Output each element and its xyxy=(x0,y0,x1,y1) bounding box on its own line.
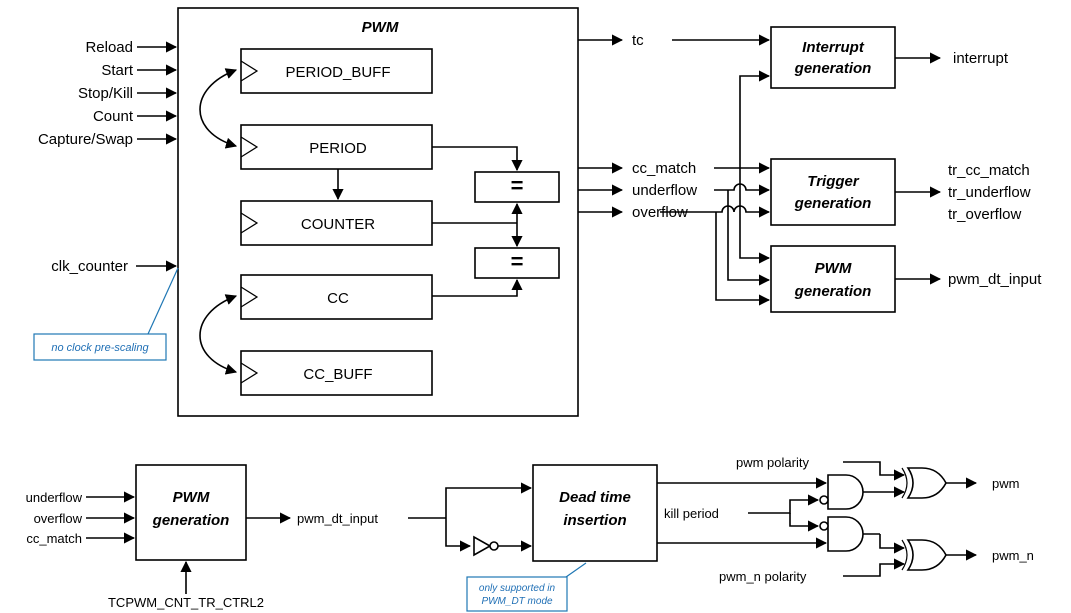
svg-text:PWM: PWM xyxy=(815,260,852,277)
comparator-cc: = xyxy=(474,247,560,279)
svg-text:PERIOD_BUFF: PERIOD_BUFF xyxy=(285,64,390,81)
svg-text:insertion: insertion xyxy=(563,512,626,529)
output-pwm-n-label: pwm_n xyxy=(992,548,1034,563)
register-cc: CC xyxy=(240,274,433,320)
register-cc-buff: CC_BUFF xyxy=(240,350,433,396)
svg-text:PWM: PWM xyxy=(173,489,210,506)
input-count-label: Count xyxy=(93,108,134,125)
clock-note-box xyxy=(33,333,167,361)
dead-time-note-box xyxy=(466,576,568,612)
period-swap-arrow xyxy=(199,68,238,149)
output-pwm-label: pwm xyxy=(992,476,1019,491)
svg-text:only supported in: only supported in xyxy=(479,583,556,594)
input-reload-label: Reload xyxy=(85,39,133,56)
output-tr-cc-match-label: tr_cc_match xyxy=(948,162,1030,179)
svg-text:Dead time: Dead time xyxy=(559,489,631,506)
dead-time-insertion-block: Dead time insertion xyxy=(532,464,658,562)
svg-text:generation: generation xyxy=(794,283,872,300)
pwm-outputs: tc cc_match underflow overflow xyxy=(578,32,697,221)
svg-text:COUNTER: COUNTER xyxy=(301,216,375,233)
interrupt-generation-block: Interrupt generation xyxy=(770,26,896,89)
svg-text:generation: generation xyxy=(152,512,230,529)
and-gate-pwm xyxy=(819,474,864,510)
pwm-n-polarity-label: pwm_n polarity xyxy=(719,569,807,584)
output-tr-underflow-label: tr_underflow xyxy=(948,184,1031,201)
output-pwm-dt-input-label: pwm_dt_input xyxy=(948,271,1042,288)
xor-gate-pwm-n xyxy=(901,539,947,571)
svg-text:PERIOD: PERIOD xyxy=(309,140,367,157)
register-counter: COUNTER xyxy=(240,200,433,246)
lower-pwm-generation-block: PWM generation xyxy=(135,464,247,561)
svg-text:generation: generation xyxy=(794,195,872,212)
svg-text:generation: generation xyxy=(794,60,872,77)
register-period-buff: PERIOD_BUFF xyxy=(240,48,433,94)
lower-pwm-inputs: underflow overflow cc_match xyxy=(26,490,136,546)
register-period: PERIOD xyxy=(240,124,433,170)
input-start-label: Start xyxy=(101,62,134,79)
svg-text:underflow: underflow xyxy=(26,490,83,505)
svg-text:cc_match: cc_match xyxy=(26,531,82,546)
and-gate-pwm-n xyxy=(819,516,864,552)
pwm-generation-block: PWM generation xyxy=(770,245,896,313)
cc-swap-arrow xyxy=(199,294,238,375)
lower-pwm-dt-input-label: pwm_dt_input xyxy=(297,511,378,526)
output-cc-match-label: cc_match xyxy=(632,160,696,177)
input-stop-kill-label: Stop/Kill xyxy=(78,85,133,102)
output-interrupt-label: interrupt xyxy=(953,50,1009,67)
output-underflow-label: underflow xyxy=(632,182,697,199)
inverter xyxy=(473,535,499,557)
kill-period-label: kill period xyxy=(664,506,719,521)
svg-text:CC_BUFF: CC_BUFF xyxy=(303,366,372,383)
pwm-polarity-label: pwm polarity xyxy=(736,455,809,470)
svg-text:Trigger: Trigger xyxy=(807,173,860,190)
trigger-generation-block: Trigger generation xyxy=(770,158,896,226)
clock-note-text: no clock pre-scaling xyxy=(51,342,149,354)
pwm-inputs: Reload Start Stop/Kill Count Capture/Swa… xyxy=(38,39,178,275)
svg-text:Interrupt: Interrupt xyxy=(802,39,865,56)
xor-gate-pwm xyxy=(901,467,947,499)
svg-text:=: = xyxy=(511,173,524,198)
tr-ctrl2-label: TCPWM_CNT_TR_CTRL2 xyxy=(108,595,264,610)
svg-text:overflow: overflow xyxy=(34,511,83,526)
svg-text:PWM_DT mode: PWM_DT mode xyxy=(481,596,553,607)
svg-text:CC: CC xyxy=(327,290,349,307)
pwm-block-title: PWM xyxy=(362,19,399,36)
output-tc-label: tc xyxy=(632,32,644,49)
input-capture-swap-label: Capture/Swap xyxy=(38,131,133,148)
input-clk-counter-label: clk_counter xyxy=(51,258,128,275)
output-tr-overflow-label: tr_overflow xyxy=(948,206,1022,223)
svg-text:=: = xyxy=(511,249,524,274)
comparator-period: = xyxy=(474,171,560,203)
